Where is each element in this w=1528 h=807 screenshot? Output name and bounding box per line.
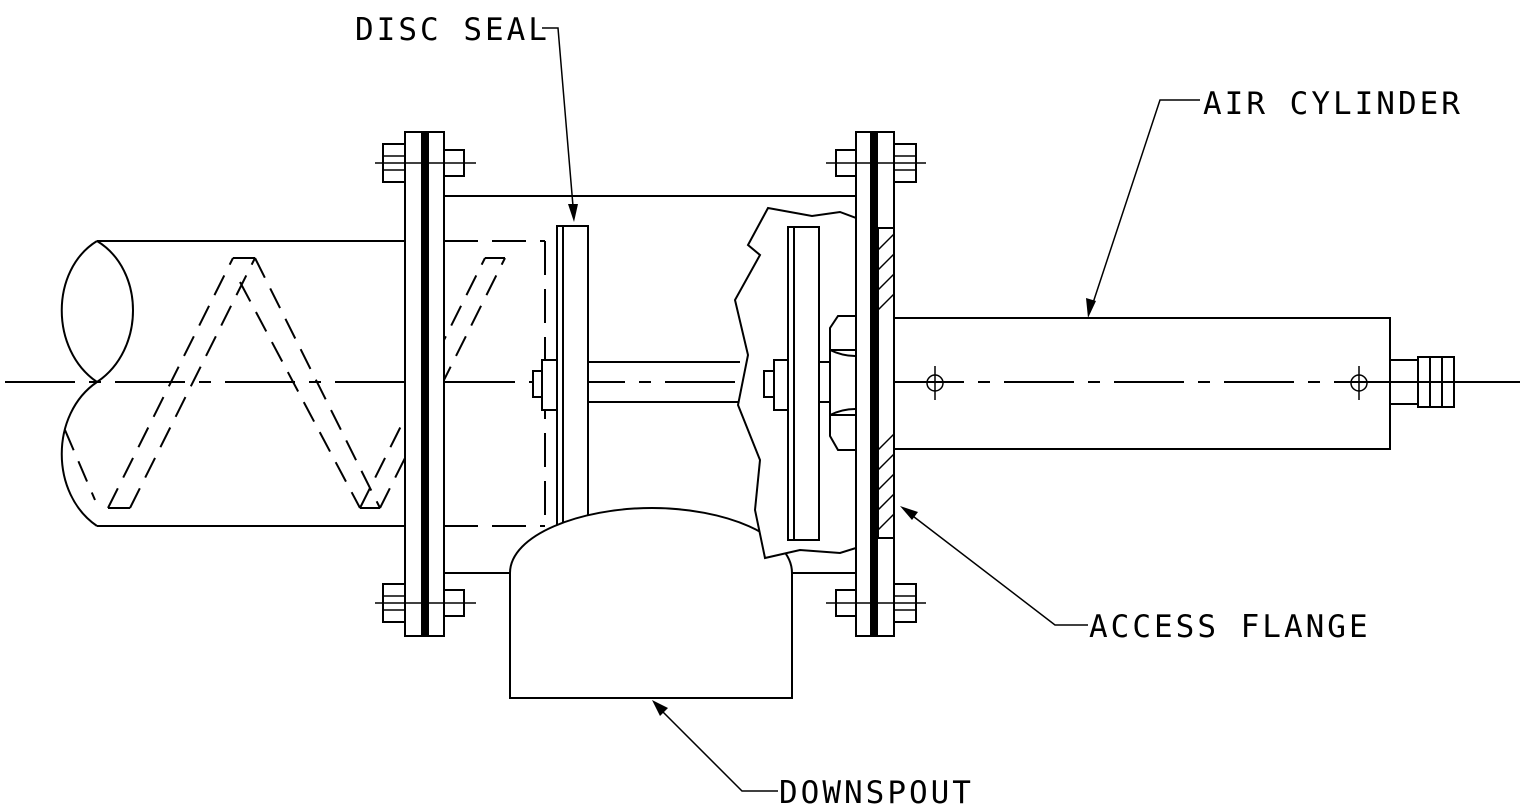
flange-bolt-top-left (375, 143, 476, 183)
inlet-flange (375, 131, 476, 637)
flange-bolt-top-right (826, 143, 926, 183)
screw-conveyor-pipe (60, 240, 546, 527)
cylinder-rod (588, 361, 740, 403)
air-cylinder (893, 317, 1520, 450)
flange-bolt-bottom-left (375, 583, 476, 623)
flange-bolt-bottom-right (826, 583, 926, 623)
leader-lines (542, 27, 1200, 792)
access-flange (826, 131, 926, 637)
label-access-flange: ACCESS FLANGE (1089, 609, 1371, 645)
label-disc-seal: DISC SEAL (355, 12, 550, 48)
disc-seal (532, 225, 589, 542)
label-downspout: DOWNSPOUT (779, 775, 974, 807)
cutaway-section (733, 206, 857, 560)
rod-end-clevis (1389, 356, 1520, 408)
label-air-cylinder: AIR CYLINDER (1203, 86, 1463, 122)
downspout (509, 506, 793, 699)
screw-flights (64, 257, 506, 509)
valve-housing (444, 195, 856, 574)
